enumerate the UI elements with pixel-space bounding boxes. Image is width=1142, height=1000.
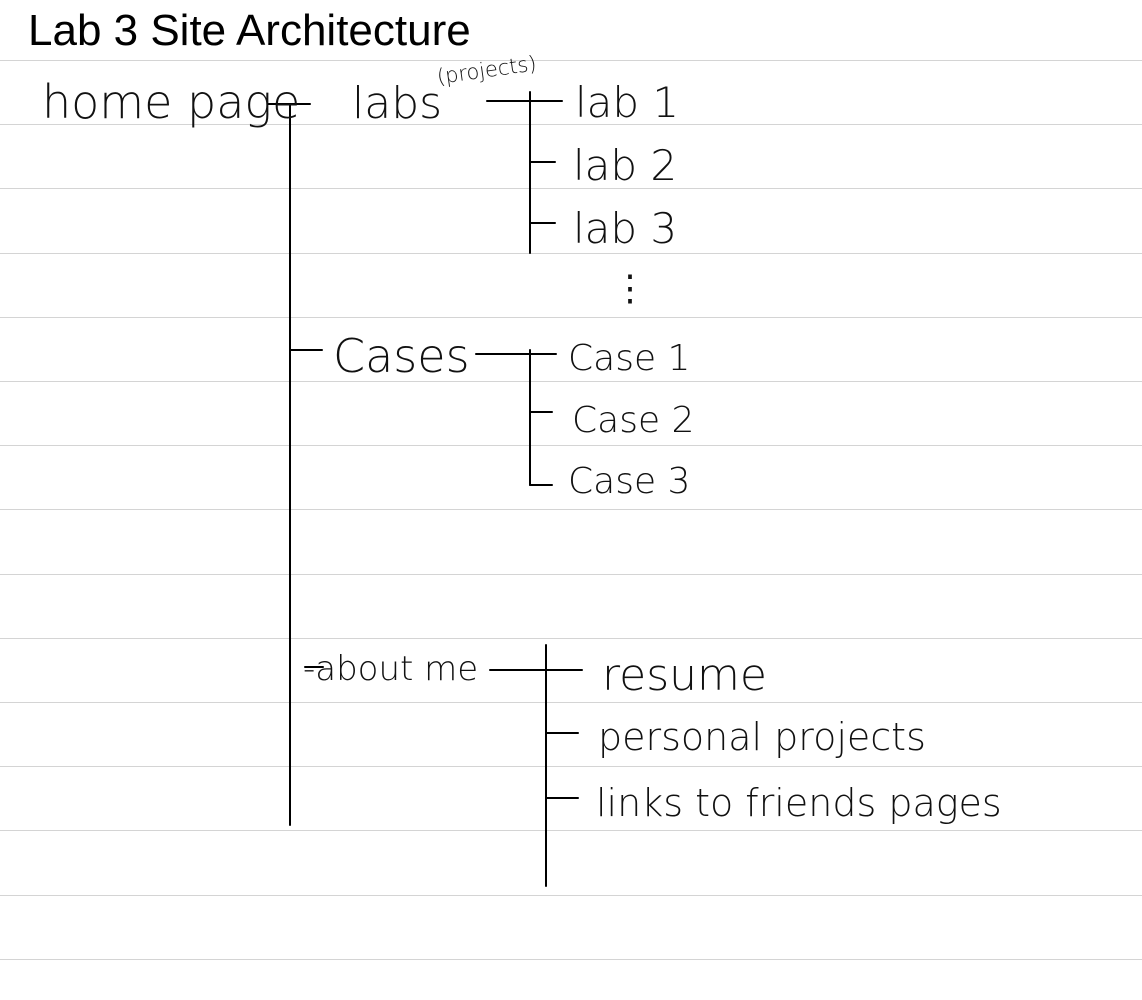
home-page-label: home page <box>42 75 300 129</box>
page-title: Lab 3 Site Architecture <box>28 6 471 55</box>
labs-note: (projects) <box>435 51 538 89</box>
lab-2-label: lab 2 <box>573 141 677 190</box>
case-3-label: Case 3 <box>568 461 690 502</box>
labs-label: labs <box>352 78 442 129</box>
lab-1-label: lab 1 <box>575 78 679 127</box>
lab-3-label: lab 3 <box>573 204 677 253</box>
about-me-label: -about me <box>303 649 478 689</box>
case-1-label: Case 1 <box>568 338 690 379</box>
personal-projects-label: personal projects <box>598 715 926 759</box>
resume-label: resume <box>602 650 767 701</box>
case-2-label: Case 2 <box>572 400 694 441</box>
labs-continuation-dots: ⋮ <box>612 268 648 309</box>
links-to-friends-pages-label: links to friends pages <box>596 781 1002 825</box>
cases-label: Cases <box>333 329 470 383</box>
